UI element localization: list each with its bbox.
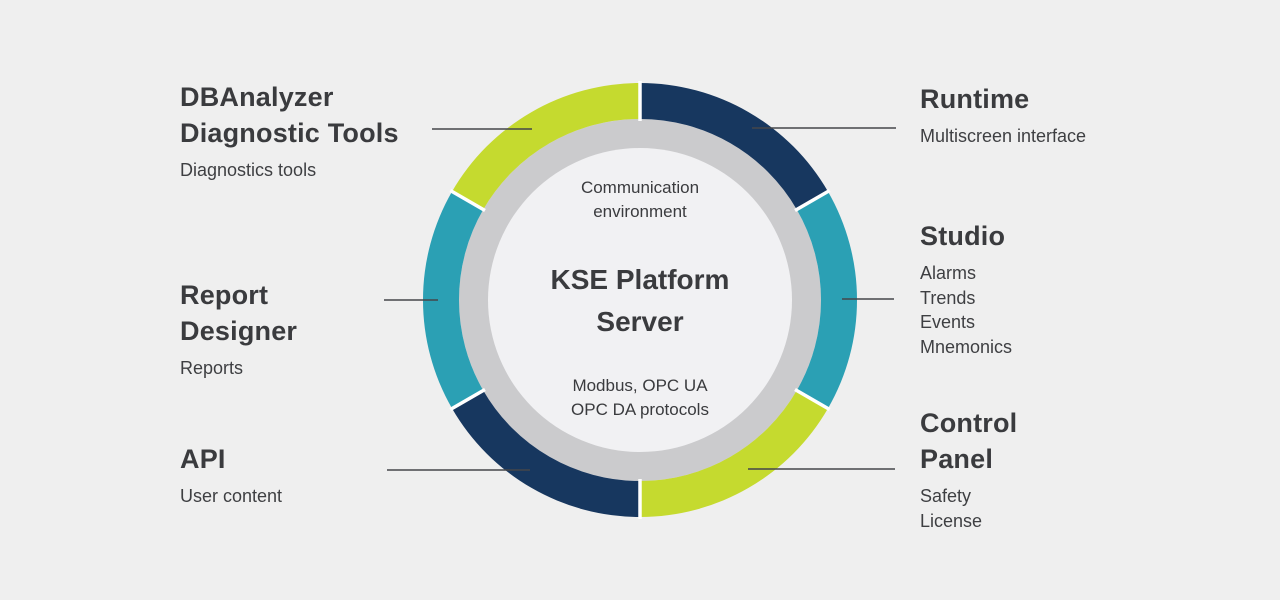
segment-separator [449,387,486,412]
donut-segment-control-panel [640,390,828,517]
donut-segment-report-designer [422,191,484,409]
control-panel-subtitle: Safety License [920,486,983,531]
label-report-designer: Report Designer Reports [180,277,297,381]
center-platform-title: KSE Platform Server [550,264,730,337]
center-circle [488,148,792,452]
runtime-subtitle: Multiscreen interface [920,126,1087,146]
label-control-panel: Control Panel Safety License [920,405,1017,533]
center-protocols-text: Modbus, OPC UA OPC DA protocols [571,376,709,419]
dbanalyzer-subtitle: Diagnostics tools [180,160,317,180]
label-api: API User content [180,441,282,509]
donut-segment-api [452,390,640,517]
api-title: API [180,444,226,474]
label-dbanalyzer: DBAnalyzer Diagnostic Tools Diagnostics … [180,79,399,183]
donut-segment-dbanalyzer-diagnostic-tools [452,83,640,210]
donut-segment-runtime [640,83,828,210]
studio-subtitle: Alarms Trends Events Mnemonics [920,263,1013,357]
report-designer-subtitle: Reports [180,358,244,378]
center-communication-text: Communication environment [580,178,700,221]
segment-separator [449,188,486,213]
control-panel-title: Control Panel [920,408,1018,474]
runtime-title: Runtime [920,84,1030,114]
label-studio: Studio Alarms Trends Events Mnemonics [920,218,1012,359]
segment-separator [794,387,831,412]
report-designer-title: Report Designer [180,280,298,346]
dbanalyzer-title: DBAnalyzer Diagnostic Tools [180,82,399,148]
api-subtitle: User content [180,486,283,506]
label-runtime: Runtime Multiscreen interface [920,81,1086,149]
donut-segment-studio [796,191,858,409]
studio-title: Studio [920,221,1006,251]
segment-separator [794,188,831,213]
